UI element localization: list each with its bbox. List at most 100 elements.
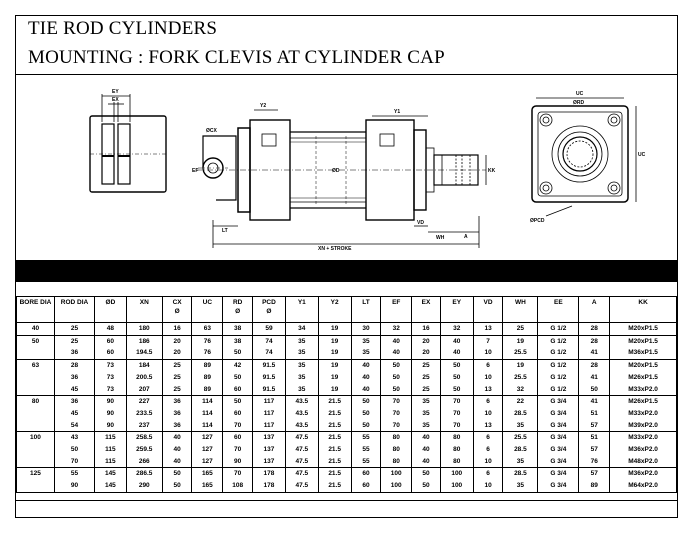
table-cell: 90 [93, 419, 127, 432]
table-cell: 34 [284, 322, 319, 336]
table-cell: 32 [502, 383, 539, 396]
table-cell: 20 [411, 334, 441, 348]
table-cell: M33xP2.0 [609, 431, 677, 445]
table-cell: 47.5 [284, 431, 319, 445]
table-cell: 70 [439, 407, 474, 420]
table-cell: M36xP2.0 [609, 467, 677, 481]
table-cell: 63 [16, 359, 55, 372]
table-cell: 90 [53, 480, 95, 493]
table-cell: 40 [380, 347, 413, 360]
table-cell: 70 [380, 395, 413, 408]
table-cell: 50 [411, 480, 441, 493]
table-cell: 180 [125, 322, 163, 336]
table-cell: 25.5 [502, 431, 539, 445]
column-header: VD [472, 296, 504, 323]
label-y1: Y1 [394, 109, 400, 115]
table-cell: 114 [191, 395, 224, 408]
table-cell: 227 [125, 395, 163, 408]
table-cell: G 1/2 [537, 359, 580, 372]
table-cell: G 3/4 [537, 480, 580, 493]
table-cell: 6 [472, 467, 504, 481]
table-cell: 40 [161, 431, 193, 445]
clevis-end-view [89, 94, 167, 193]
table-cell: 28 [578, 322, 611, 336]
table-cell: 25 [411, 383, 441, 396]
label-y2: Y2 [260, 103, 266, 109]
table-cell: 47.5 [284, 480, 319, 493]
table-cell: 117 [252, 419, 286, 432]
table-cell: 60 [93, 334, 127, 348]
table-cell: 6 [472, 431, 504, 445]
table-cell: 100 [439, 480, 474, 493]
table-cell: 25 [53, 334, 95, 348]
table-cell: 100 [380, 467, 413, 481]
table-cell: 50 [578, 383, 611, 396]
table-cell: 41 [578, 347, 611, 360]
table-cell: 233.5 [125, 407, 163, 420]
table-cell: 80 [380, 455, 413, 468]
column-header: EE [537, 296, 580, 323]
table-cell: 35 [502, 480, 539, 493]
table-cell: 10 [472, 407, 504, 420]
table-cell: 36 [53, 371, 95, 384]
table-cell: G 1/2 [537, 322, 580, 336]
table-cell: 70 [439, 395, 474, 408]
table-cell: 89 [191, 359, 224, 372]
table-cell: 55 [350, 455, 382, 468]
table-cell: 28.5 [502, 444, 539, 456]
table-cell: 114 [191, 407, 224, 420]
label-pcd: ØPCD [530, 218, 545, 224]
table-cell: M33xP2.0 [609, 407, 677, 420]
table-cell: 43.5 [284, 395, 319, 408]
table-cell: 70 [53, 455, 95, 468]
table-cell: 30 [350, 322, 382, 336]
table-cell: 25.5 [502, 371, 539, 384]
table-cell: 45 [53, 383, 95, 396]
table-cell [16, 371, 55, 384]
label-cx: ØCX [206, 128, 218, 134]
table-cell: 6 [472, 444, 504, 456]
table-cell: 100 [16, 431, 55, 445]
table-cell: 50 [439, 383, 474, 396]
table-cell [16, 419, 55, 432]
label-lt: LT [222, 228, 228, 234]
column-header: LT [350, 296, 382, 323]
table-cell: 51 [578, 407, 611, 420]
table-cell: 50 [222, 395, 254, 408]
table-cell: 32 [439, 322, 474, 336]
table-cell: G 1/2 [537, 334, 580, 348]
table-cell: 36 [161, 419, 193, 432]
table-cell: 28 [578, 359, 611, 372]
column-header: A [578, 296, 611, 323]
table-cell: 35 [350, 347, 382, 360]
table-cell: 80 [439, 455, 474, 468]
table-cell: 50 [53, 444, 95, 456]
column-header: XN [125, 296, 163, 323]
table-cell: 19 [317, 383, 352, 396]
table-cell: G 1/2 [537, 383, 580, 396]
table-cell: 57 [578, 419, 611, 432]
column-header: PCD Ø [252, 296, 286, 323]
table-cell: 35 [502, 419, 539, 432]
table-cell: 114 [191, 419, 224, 432]
column-header: ØD [93, 296, 127, 323]
table-cell: 7 [472, 334, 504, 348]
table-cell: 20 [161, 334, 193, 348]
cylinder-side-view [196, 109, 487, 248]
table-cell: 40 [350, 371, 382, 384]
table-cell: 28.5 [502, 467, 539, 481]
table-cell: 51 [578, 431, 611, 445]
table-cell: 41 [578, 371, 611, 384]
table-cell: 40 [411, 444, 441, 456]
table-cell: M26xP1.5 [609, 371, 677, 384]
table-cell: 25 [411, 359, 441, 372]
table-cell: M20xP1.5 [609, 322, 677, 336]
table-cell: 25 [161, 383, 193, 396]
table-cell: 57 [578, 444, 611, 456]
table-cell: 42 [222, 359, 254, 372]
